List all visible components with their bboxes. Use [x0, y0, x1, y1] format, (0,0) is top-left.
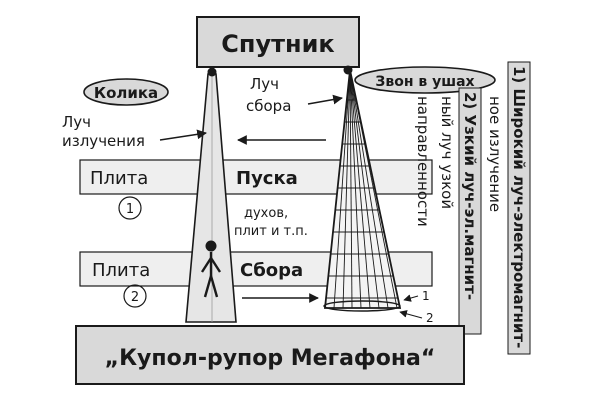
legend-item2-line1: 2) Узкий луч-эл.магнит-: [461, 92, 479, 300]
cone-marker-1-arrow: [403, 294, 419, 302]
colic-oval: [83, 78, 169, 106]
satellite-label: Спутник: [221, 30, 334, 58]
launch-slab-number-circle: [118, 196, 142, 220]
legend-item2-line3: направленности: [414, 96, 432, 227]
spirits-note-line2: плит и т.п.: [234, 224, 308, 239]
spirits-note-line1: духов,: [244, 206, 288, 221]
launch-slab-left-label: Плита: [90, 168, 148, 189]
legend-item1-line2: ное излучение: [486, 96, 504, 212]
legend-item1-line1: 1) Широкий луч-электромагнит-: [510, 66, 528, 348]
legend-item2-cont: ный луч узкой: [438, 96, 456, 209]
colic-label: Колика: [94, 84, 158, 102]
legend-item2-line2: ный луч узкой: [438, 96, 456, 209]
emission-beam-label-line2: излучения: [62, 132, 145, 150]
collection-node-icon: [343, 65, 353, 75]
legend-item1: 1) Широкий луч-электромагнит-: [507, 61, 531, 355]
legend-item2: 2) Узкий луч-эл.магнит-: [458, 87, 482, 335]
dome-label: „Купол-рупор Мегафона“: [105, 346, 436, 371]
legend-item2-cont2: направленности: [414, 96, 432, 227]
emission-beam-arrow: [159, 129, 207, 141]
collect-beam-label-line1: Луч: [250, 75, 279, 93]
cone-marker-1: 1: [422, 289, 430, 303]
ringing-oval: [354, 66, 496, 94]
collect-beam-arrow: [307, 94, 343, 105]
emission-beam-label-line1: Луч: [62, 113, 91, 131]
cone-marker-2: 2: [426, 311, 434, 325]
collection-cone: [323, 69, 402, 312]
person-icon: [200, 240, 222, 298]
ringing-label: Звон в ушах: [375, 74, 474, 90]
collect-beam-label-line2: сбора: [246, 97, 291, 115]
cone-marker-2-arrow: [399, 310, 423, 319]
legend-item1-cont: ное излучение: [486, 96, 504, 212]
collect-slab-right-label: Сбора: [240, 260, 303, 281]
launch-slab-right-label: Пуска: [236, 168, 298, 189]
collect-slab-number-circle: [123, 284, 147, 308]
dome-box: [75, 325, 465, 385]
emission-beam-column: [185, 73, 237, 323]
emission-node-icon: [207, 67, 217, 77]
launch-slab-number: 1: [126, 202, 134, 217]
collect-slab-left-label: Плита: [92, 260, 150, 281]
collect-slab-number: 2: [131, 290, 139, 305]
satellite-box: [196, 16, 360, 68]
